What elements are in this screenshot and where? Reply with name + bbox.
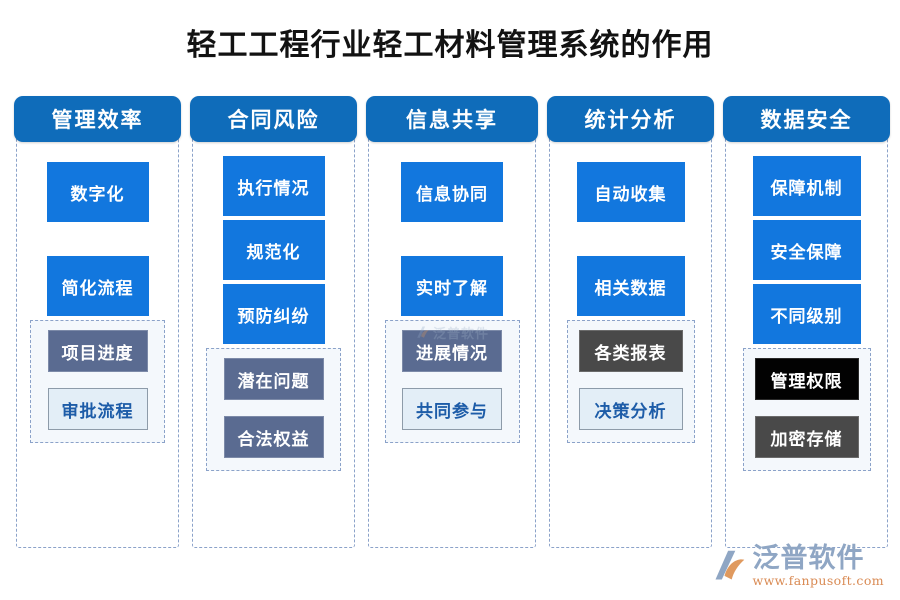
sub-group-frame: 泛普软件 进展情况 共同参与 [384,320,520,443]
column-data-security: 数据安全 保障机制 安全保障 不同级别 管理权限 加密存储 [723,96,890,548]
brand-logo: 泛普软件 www.fanpusoft.com [711,545,884,588]
sub-item-box[interactable]: 审批流程 [47,388,148,430]
column-management-efficiency: 管理效率 数字化 简化流程 项目进度 审批流程 [14,96,181,548]
sub-item-box[interactable]: 管理权限 [754,358,859,400]
brand-url: www.fanpusoft.com [752,572,884,588]
brand-name: 泛普软件 [752,542,865,574]
column-header-contract-risk[interactable]: 合同风险 [190,96,357,142]
sub-item-box[interactable]: 决策分析 [578,388,683,430]
sub-item-box[interactable]: 各类报表 [578,330,683,372]
fanpu-swoosh-icon [711,548,747,584]
brand-text-wrap: 泛普软件 www.fanpusoft.com [752,545,884,588]
item-box[interactable]: 实时了解 [401,256,503,316]
item-box[interactable]: 信息协同 [401,162,503,222]
column-header-statistical-analysis[interactable]: 统计分析 [547,96,714,142]
sub-item-box[interactable]: 进展情况 [402,330,502,372]
column-body: 信息协同 实时了解 泛普软件 进展情况 共同参与 [366,142,538,443]
column-header-management-efficiency[interactable]: 管理效率 [14,96,181,142]
item-box[interactable]: 自动收集 [576,162,685,222]
item-box[interactable]: 预防纠纷 [222,284,325,344]
item-box[interactable]: 保障机制 [752,156,861,216]
sub-item-box[interactable]: 共同参与 [402,388,502,430]
page-title: 轻工工程行业轻工材料管理系统的作用 [186,28,714,63]
item-box[interactable]: 规范化 [222,220,325,280]
column-body: 数字化 简化流程 项目进度 审批流程 [14,142,181,443]
item-box[interactable]: 不同级别 [752,284,861,344]
sub-group-frame: 各类报表 决策分析 [566,320,695,443]
item-box[interactable]: 简化流程 [46,256,149,316]
column-contract-risk: 合同风险 执行情况 规范化 预防纠纷 潜在问题 合法权益 [190,96,357,548]
column-body: 执行情况 规范化 预防纠纷 潜在问题 合法权益 [190,142,357,471]
item-box[interactable]: 安全保障 [752,220,861,280]
sub-group-frame: 管理权限 加密存储 [742,348,871,471]
sub-group-frame: 潜在问题 合法权益 [206,348,341,471]
column-header-information-sharing[interactable]: 信息共享 [366,96,538,142]
sub-item-box[interactable]: 项目进度 [47,330,148,372]
sub-item-box[interactable]: 潜在问题 [223,358,324,400]
item-box[interactable]: 执行情况 [222,156,325,216]
sub-item-box[interactable]: 加密存储 [754,416,859,458]
sub-group-frame: 项目进度 审批流程 [30,320,165,443]
column-header-data-security[interactable]: 数据安全 [723,96,890,142]
column-information-sharing: 信息共享 信息协同 实时了解 泛普软件 进展情况 共同参与 [366,96,538,548]
item-box[interactable]: 相关数据 [576,256,685,316]
column-body: 保障机制 安全保障 不同级别 管理权限 加密存储 [723,142,890,471]
sub-item-box[interactable]: 合法权益 [223,416,324,458]
columns-container: 管理效率 数字化 简化流程 项目进度 审批流程 合同风险 执行情况 规范化 预防… [14,96,890,548]
column-body: 自动收集 相关数据 各类报表 决策分析 [547,142,714,443]
column-statistical-analysis: 统计分析 自动收集 相关数据 各类报表 决策分析 [547,96,714,548]
item-box[interactable]: 数字化 [46,162,149,222]
